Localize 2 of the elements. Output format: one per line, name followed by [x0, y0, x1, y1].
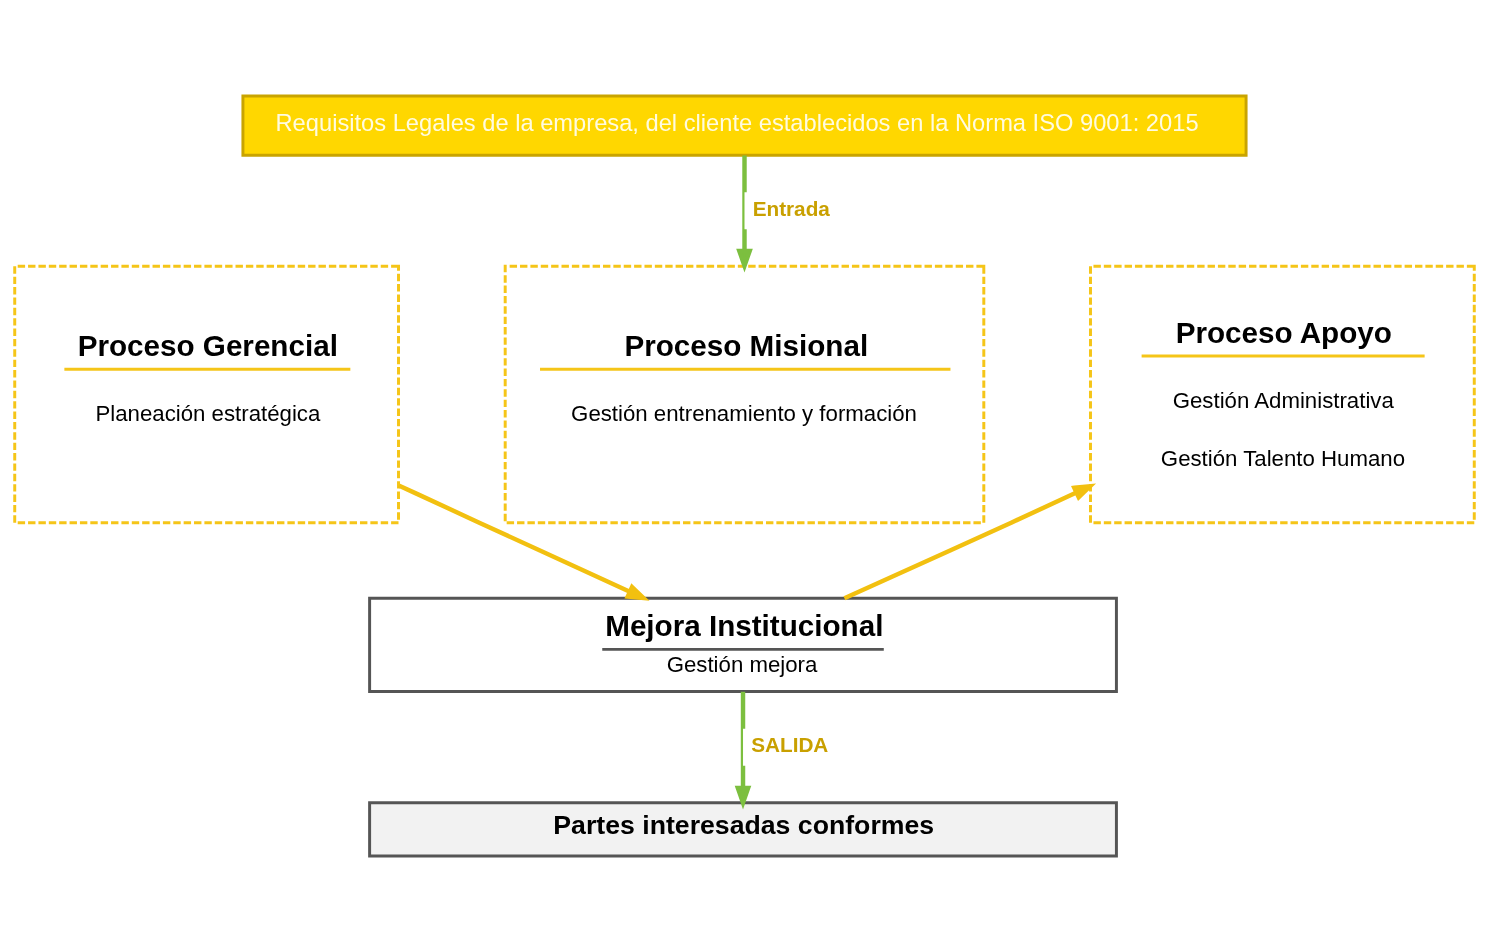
edge-label: SALIDA: [751, 732, 829, 756]
edge-label: Entrada: [752, 196, 830, 220]
